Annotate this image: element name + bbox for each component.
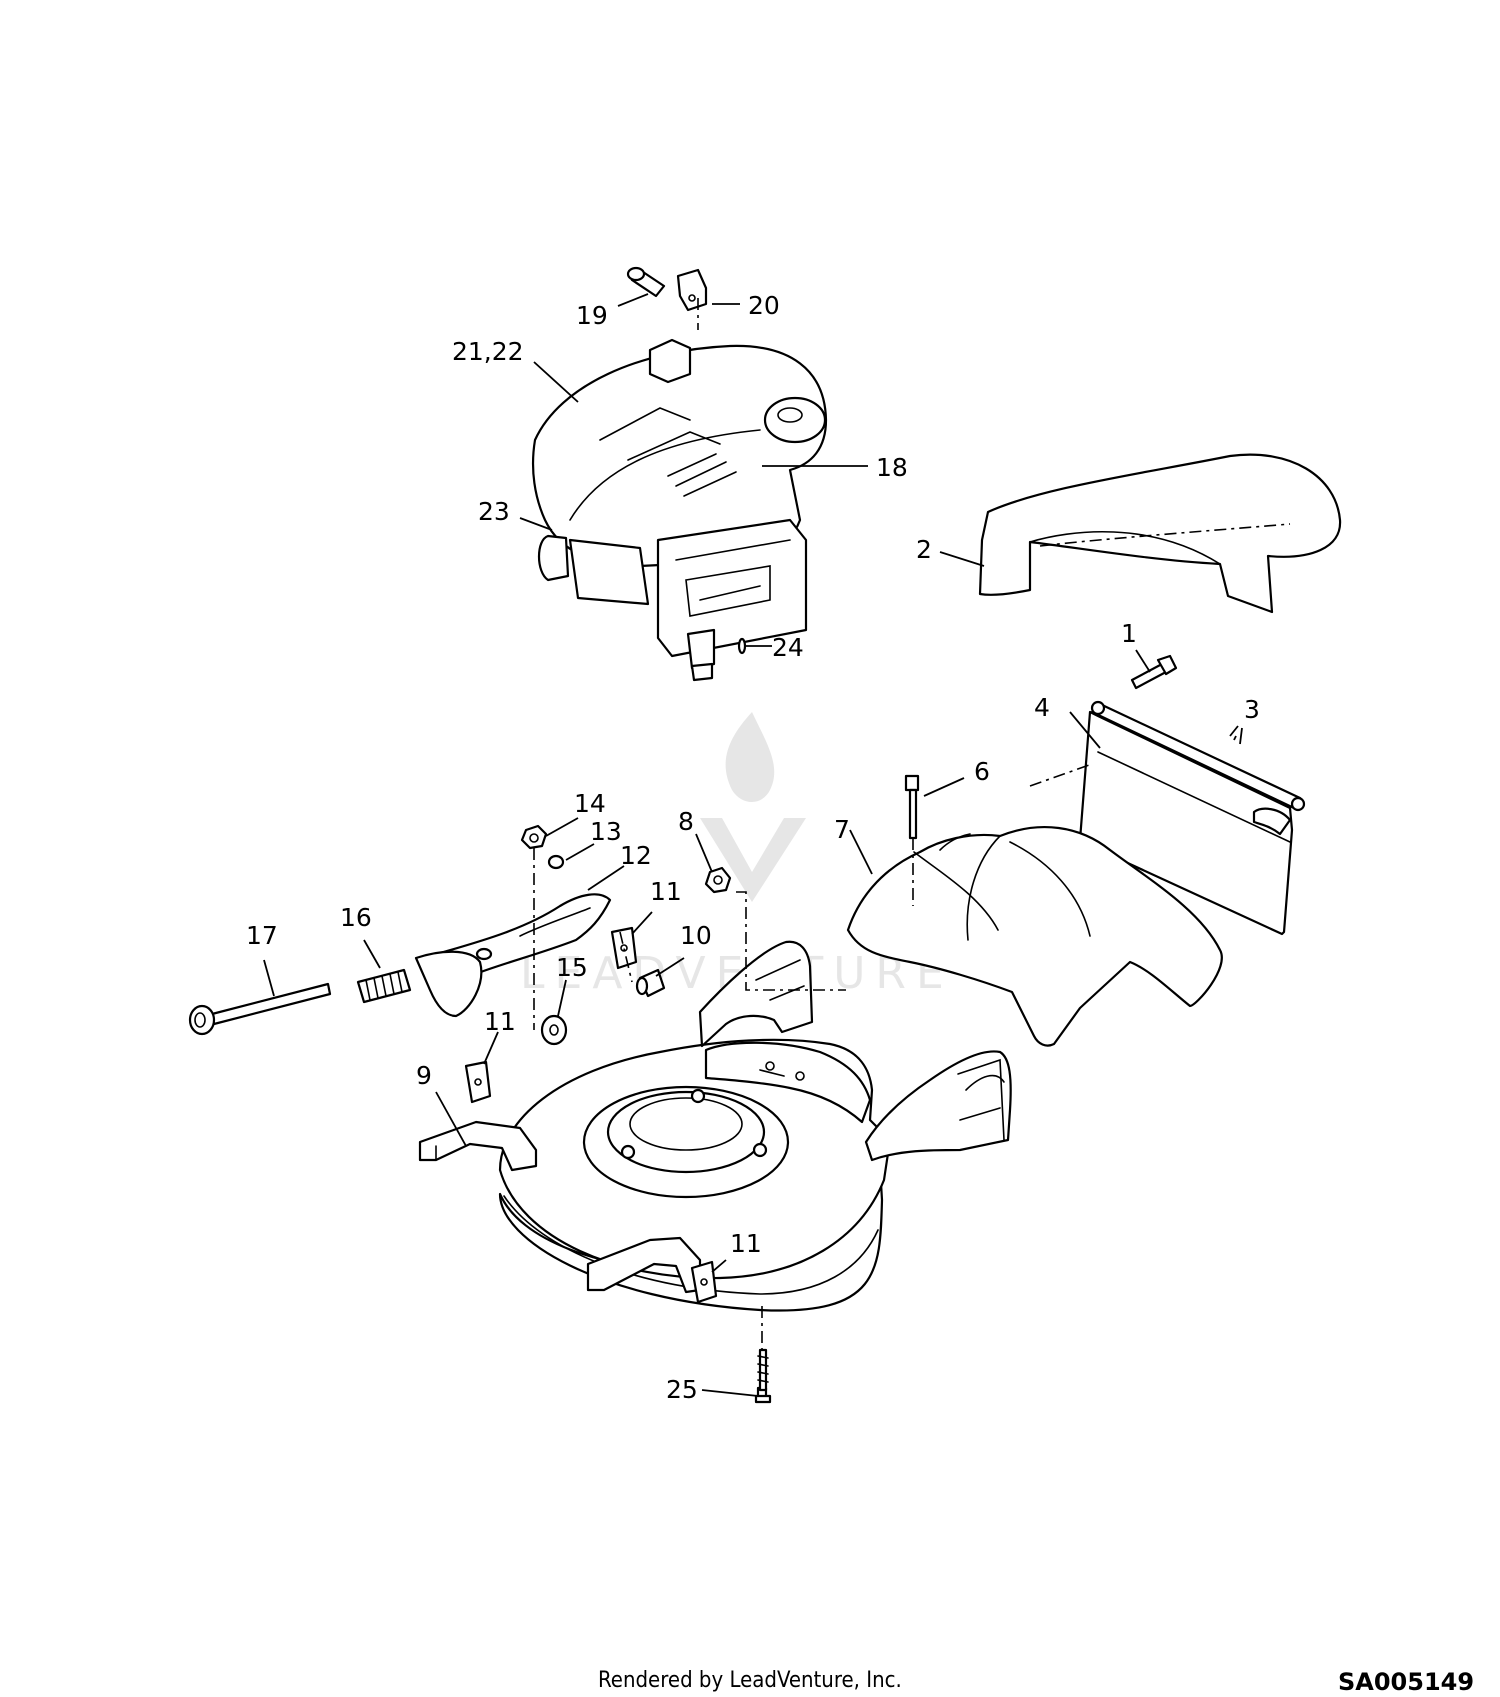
handle-bracket-12: [414, 893, 612, 1018]
render-credit: Rendered by LeadVenture, Inc.: [598, 1668, 902, 1693]
callout-16: 16: [340, 903, 372, 932]
bolt-1: [1130, 654, 1178, 690]
callout-11-a: 11: [650, 877, 682, 906]
rear-baffle-7: [846, 826, 1223, 1047]
leader-lines: [263, 293, 1243, 1397]
callout-4: 4: [1034, 693, 1050, 722]
callout-15: 15: [556, 953, 588, 982]
bolt-6: [904, 774, 920, 840]
callout-14: 14: [574, 789, 606, 818]
assembly-line-clip: [619, 931, 633, 983]
callout-2: 2: [916, 535, 932, 564]
drawing-id: SA005149: [1338, 1668, 1475, 1696]
callout-8: 8: [678, 807, 694, 836]
callout-13: 13: [590, 817, 622, 846]
callout-20: 20: [748, 291, 780, 320]
callout-21-22: 21,22: [452, 337, 524, 366]
callout-12: 12: [620, 841, 652, 870]
bolt-19: [626, 266, 666, 298]
pin-17: [188, 982, 332, 1036]
callout-10: 10: [680, 921, 712, 950]
spring-16: [356, 968, 412, 1004]
assembly-line-nut8: [736, 891, 846, 991]
callout-11-b: 11: [484, 1007, 516, 1036]
callout-7: 7: [834, 815, 850, 844]
callout-18: 18: [876, 453, 908, 482]
rear-cover-2: [978, 453, 1342, 614]
callout-17: 17: [246, 921, 278, 950]
callout-9: 9: [416, 1061, 432, 1090]
nut-8: [704, 866, 732, 894]
washer-15: [540, 1014, 568, 1046]
key-24: [737, 637, 747, 655]
callout-19: 19: [576, 301, 608, 330]
clip-20: [676, 268, 708, 312]
engine-assembly: [531, 338, 828, 682]
callout-24: 24: [772, 633, 804, 662]
callout-25: 25: [666, 1375, 698, 1404]
callout-11-c: 11: [730, 1229, 762, 1258]
axle-bracket-9: [418, 1120, 538, 1172]
callout-6: 6: [974, 757, 990, 786]
assembly-line-flap: [1029, 763, 1093, 787]
front-bracket: [586, 1236, 702, 1294]
clip-11-c: [690, 1260, 718, 1304]
fitting-10: [635, 968, 666, 998]
clip-11-b: [464, 1060, 492, 1104]
nut-14: [520, 824, 548, 850]
callout-23: 23: [478, 497, 510, 526]
callout-3: 3: [1244, 695, 1260, 724]
callout-1: 1: [1121, 619, 1137, 648]
callout-labels: 1 2 3 4 6 7 8 9 10 11 11 11 12 13 14 15 …: [246, 291, 1260, 1404]
screw-25: [754, 1348, 772, 1404]
washer-13: [547, 854, 565, 870]
hinge-rod-3: [1090, 700, 1306, 812]
